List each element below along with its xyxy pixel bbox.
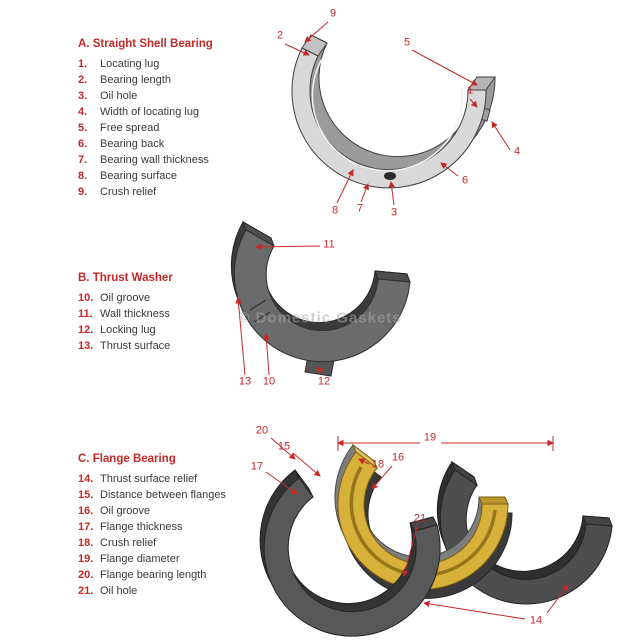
straight-shell-bearing-drawing	[291, 34, 496, 189]
legend-item-label: Thrust surface	[100, 340, 171, 352]
legend-item-label: Flange thickness	[100, 521, 183, 533]
legend-item-number: 9.	[78, 186, 88, 198]
legend-item-label: Oil hole	[100, 90, 138, 102]
legend-item-number: 11.	[78, 308, 93, 320]
legend-item-number: 6.	[78, 138, 88, 150]
legend-list-b: 10. Oil groove 11. Wall thickness 12. Locking…	[78, 290, 273, 354]
legend-item-label: Width of locating lug	[100, 106, 200, 118]
legend-item-label: Bearing surface	[100, 170, 178, 182]
legend-item: 5. Free spread	[78, 120, 273, 136]
legend-item-number: 14.	[78, 473, 94, 485]
legend-item: 10. Oil groove	[78, 290, 273, 306]
washer-face	[233, 229, 411, 363]
legend-item: 3. Oil hole	[78, 88, 273, 104]
gold-left-end-face	[351, 443, 379, 470]
legend-item-number: 18.	[78, 537, 94, 549]
legend-item: 8. Bearing surface	[78, 168, 273, 184]
legend-item-label: Flange diameter	[100, 553, 180, 565]
legend-item-number: 3.	[78, 90, 88, 102]
oil-hole	[384, 172, 396, 180]
shell-inner-highlight	[311, 58, 464, 172]
legend-item-number: 15.	[78, 489, 94, 501]
legend-item-number: 1.	[78, 58, 88, 70]
legend-item-label: Locking lug	[100, 324, 156, 336]
legend-item-number: 21.	[78, 585, 94, 597]
legend-item-number: 17.	[78, 521, 94, 533]
legend-straight-shell-bearing: A. Straight Shell Bearing 1. Locating lug…	[78, 38, 273, 200]
legend-item: 7. Bearing wall thickness	[78, 152, 273, 168]
gold-bearing-surface	[337, 451, 509, 590]
legend-item-number: 13.	[78, 340, 94, 352]
legend-item-label: Oil groove	[100, 505, 151, 517]
legend-item-number: 8.	[78, 170, 88, 182]
legend-item: 4. Width of locating lug	[78, 104, 273, 120]
legend-item: 12. Locking lug	[78, 322, 273, 338]
legend-item-number: 16.	[78, 505, 94, 517]
legend-item-number: 19.	[78, 553, 94, 565]
legend-list-c: 14. Thrust surface relief 15. Distance betw…	[78, 471, 273, 599]
legend-item-label: Bearing back	[100, 138, 165, 150]
legend-flange-bearing: C. Flange Bearing 14. Thrust surface reli…	[78, 453, 273, 599]
legend-item-label: Oil hole	[100, 585, 138, 597]
legend-title-a: A. Straight Shell Bearing	[78, 38, 213, 50]
legend-item: 1. Locating lug	[78, 56, 273, 72]
gold-right-end-face	[478, 496, 509, 505]
legend-item: 9. Crush relief	[78, 184, 273, 200]
legend-item: 19. Flange diameter	[78, 551, 273, 567]
legend-item-label: Crush relief	[100, 537, 157, 549]
legend-item-label: Bearing length	[100, 74, 171, 86]
legend-item: 17. Flange thickness	[78, 519, 273, 535]
legend-item-number: 20.	[78, 569, 94, 581]
legend-item-number: 4.	[78, 106, 88, 118]
thrust-washer-drawing	[230, 220, 411, 377]
oil-groove-marks	[249, 299, 271, 323]
legend-thrust-washer: B. Thrust Washer 10. Oil groove 11. Wall th…	[78, 272, 273, 354]
legend-item-label: Free spread	[100, 122, 160, 134]
legend-item: 20. Flange bearing length	[78, 567, 273, 583]
legend-item-label: Thrust surface relief	[100, 473, 198, 485]
legend-item-label: Oil groove	[100, 292, 151, 304]
legend-item: 16. Oil groove	[78, 503, 273, 519]
watermark: © Domestic Gaskets	[238, 309, 402, 327]
legend-item: 11. Wall thickness	[78, 306, 273, 322]
legend-item-label: Distance between flanges	[100, 489, 226, 501]
front-flange-face	[263, 477, 441, 637]
flange-bearing-drawing	[259, 443, 613, 637]
legend-item-label: Bearing wall thickness	[100, 154, 209, 166]
legend-item: 13. Thrust surface	[78, 338, 273, 354]
legend-item: 21. Oil hole	[78, 583, 273, 599]
legend-list-a: 1. Locating lug 2. Bearing length 3. Oil hole…	[78, 56, 273, 200]
legend-item-number: 10.	[78, 292, 94, 304]
oil-groove	[349, 466, 497, 577]
legend-item: 18. Crush relief	[78, 535, 273, 551]
legend-item: 15. Distance between flanges	[78, 487, 273, 503]
legend-item: 2. Bearing length	[78, 72, 273, 88]
legend-item-label: Crush relief	[100, 186, 157, 198]
legend-item-number: 2.	[78, 74, 88, 86]
legend-item-number: 7.	[78, 154, 88, 166]
legend-title-b: B. Thrust Washer	[78, 272, 173, 284]
legend-item-label: Locating lug	[100, 58, 160, 70]
legend-item-number: 5.	[78, 122, 88, 134]
legend-item-label: Flange bearing length	[100, 569, 207, 581]
legend-item: 6. Bearing back	[78, 136, 273, 152]
flange-bearing-callout-lines	[265, 436, 569, 620]
legend-item: 14. Thrust surface relief	[78, 471, 273, 487]
legend-title-c: C. Flange Bearing	[78, 453, 176, 465]
legend-item-label: Wall thickness	[100, 308, 170, 320]
thrust-washer-callout-lines	[235, 243, 324, 376]
legend-item-number: 12.	[78, 324, 94, 336]
straight-shell-callout-lines	[284, 21, 511, 206]
